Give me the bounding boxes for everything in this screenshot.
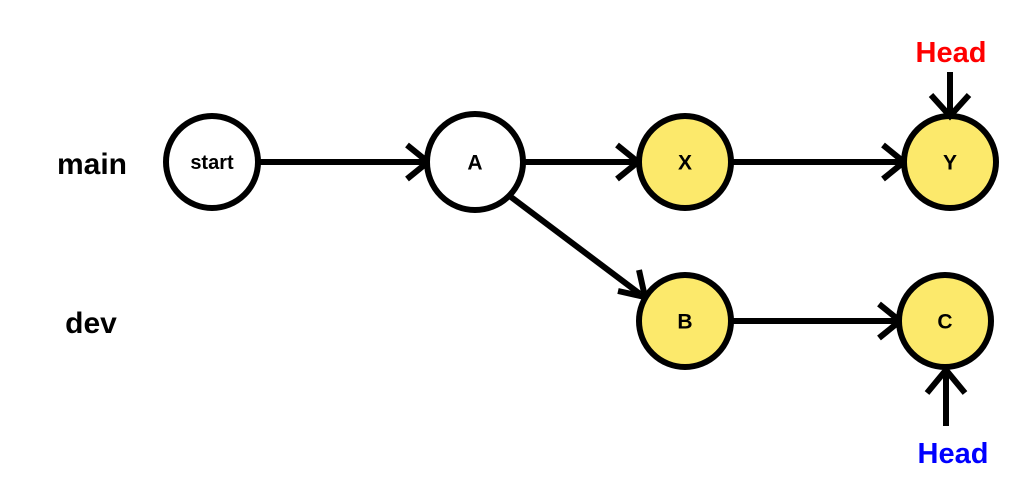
node-label-X: X: [678, 152, 692, 175]
edge-start-to-A: [260, 142, 433, 182]
node-shape-X[interactable]: [636, 113, 734, 211]
edge-A-to-X: [524, 142, 643, 182]
commit-node-A[interactable]: A: [424, 111, 526, 213]
branch-label-main: main: [57, 148, 127, 181]
node-label-A: A: [467, 152, 482, 175]
head-label-dev: Head: [918, 438, 989, 470]
head-label-main: Head: [916, 37, 987, 69]
commit-node-B[interactable]: B: [636, 272, 734, 370]
commit-node-X[interactable]: X: [636, 113, 734, 211]
head-arrow-tip-main: [928, 92, 972, 121]
node-label-start: start: [190, 152, 234, 174]
node-label-Y: Y: [943, 152, 957, 175]
node-shape-B[interactable]: [636, 272, 734, 370]
edge-B-to-C: [733, 301, 905, 341]
commit-node-start[interactable]: start: [163, 113, 261, 211]
edge-A-to-B: [509, 194, 649, 301]
node-label-C: C: [937, 311, 952, 334]
head-pointer-main: Head: [916, 37, 987, 121]
head-pointer-dev: Head: [918, 365, 989, 470]
head-arrow-tip-dev: [924, 365, 968, 395]
node-label-B: B: [677, 311, 692, 334]
branch-label-dev: dev: [65, 307, 117, 340]
edge-X-to-Y: [733, 142, 909, 182]
node-shape-start[interactable]: [163, 113, 261, 211]
node-shape-A[interactable]: [424, 111, 526, 213]
commit-node-Y[interactable]: Y: [901, 113, 999, 211]
commit-node-C[interactable]: C: [896, 272, 994, 370]
